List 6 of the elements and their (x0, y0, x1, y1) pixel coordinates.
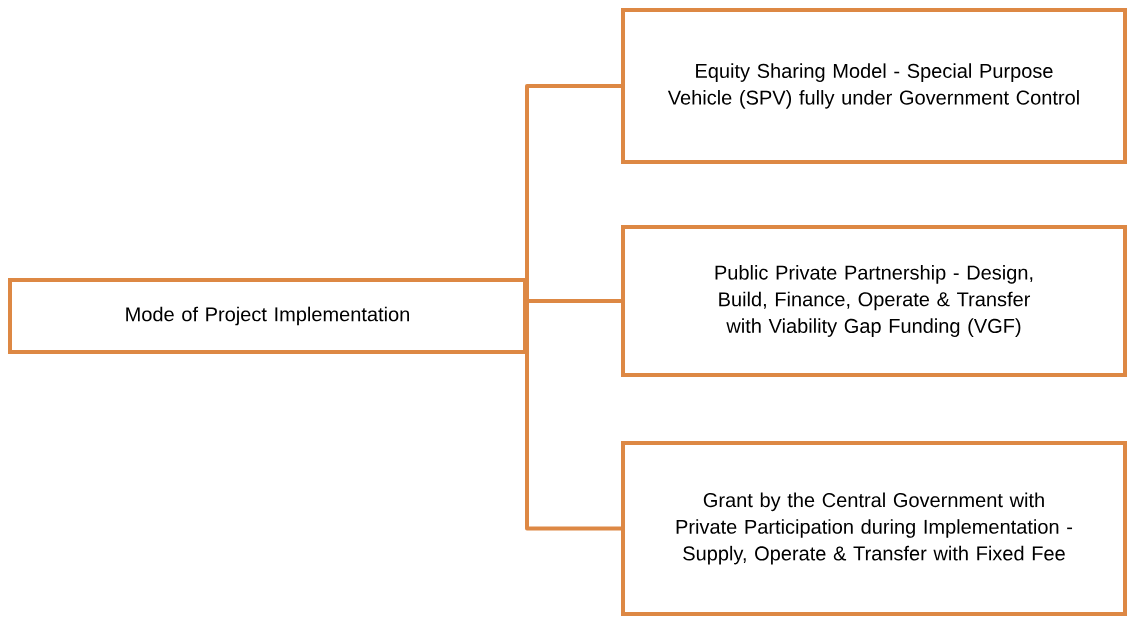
connector (525, 299, 621, 316)
text-box: Grant by the Central Government with Private Participation during Implementation - Supply, Operate & Transfer with Fixed Fee (621, 441, 1127, 616)
text-box: Equity Sharing Model - Special Purpose Vehicle (SPV) fully under Government Control (621, 8, 1127, 164)
connector (525, 316, 621, 531)
text-box: Mode of Project Implementation (8, 278, 527, 354)
text-box: Public Private Partnership - Design, Build, Finance, Operate & Transfer with Viability Gap Funding (VGF) (621, 225, 1127, 377)
